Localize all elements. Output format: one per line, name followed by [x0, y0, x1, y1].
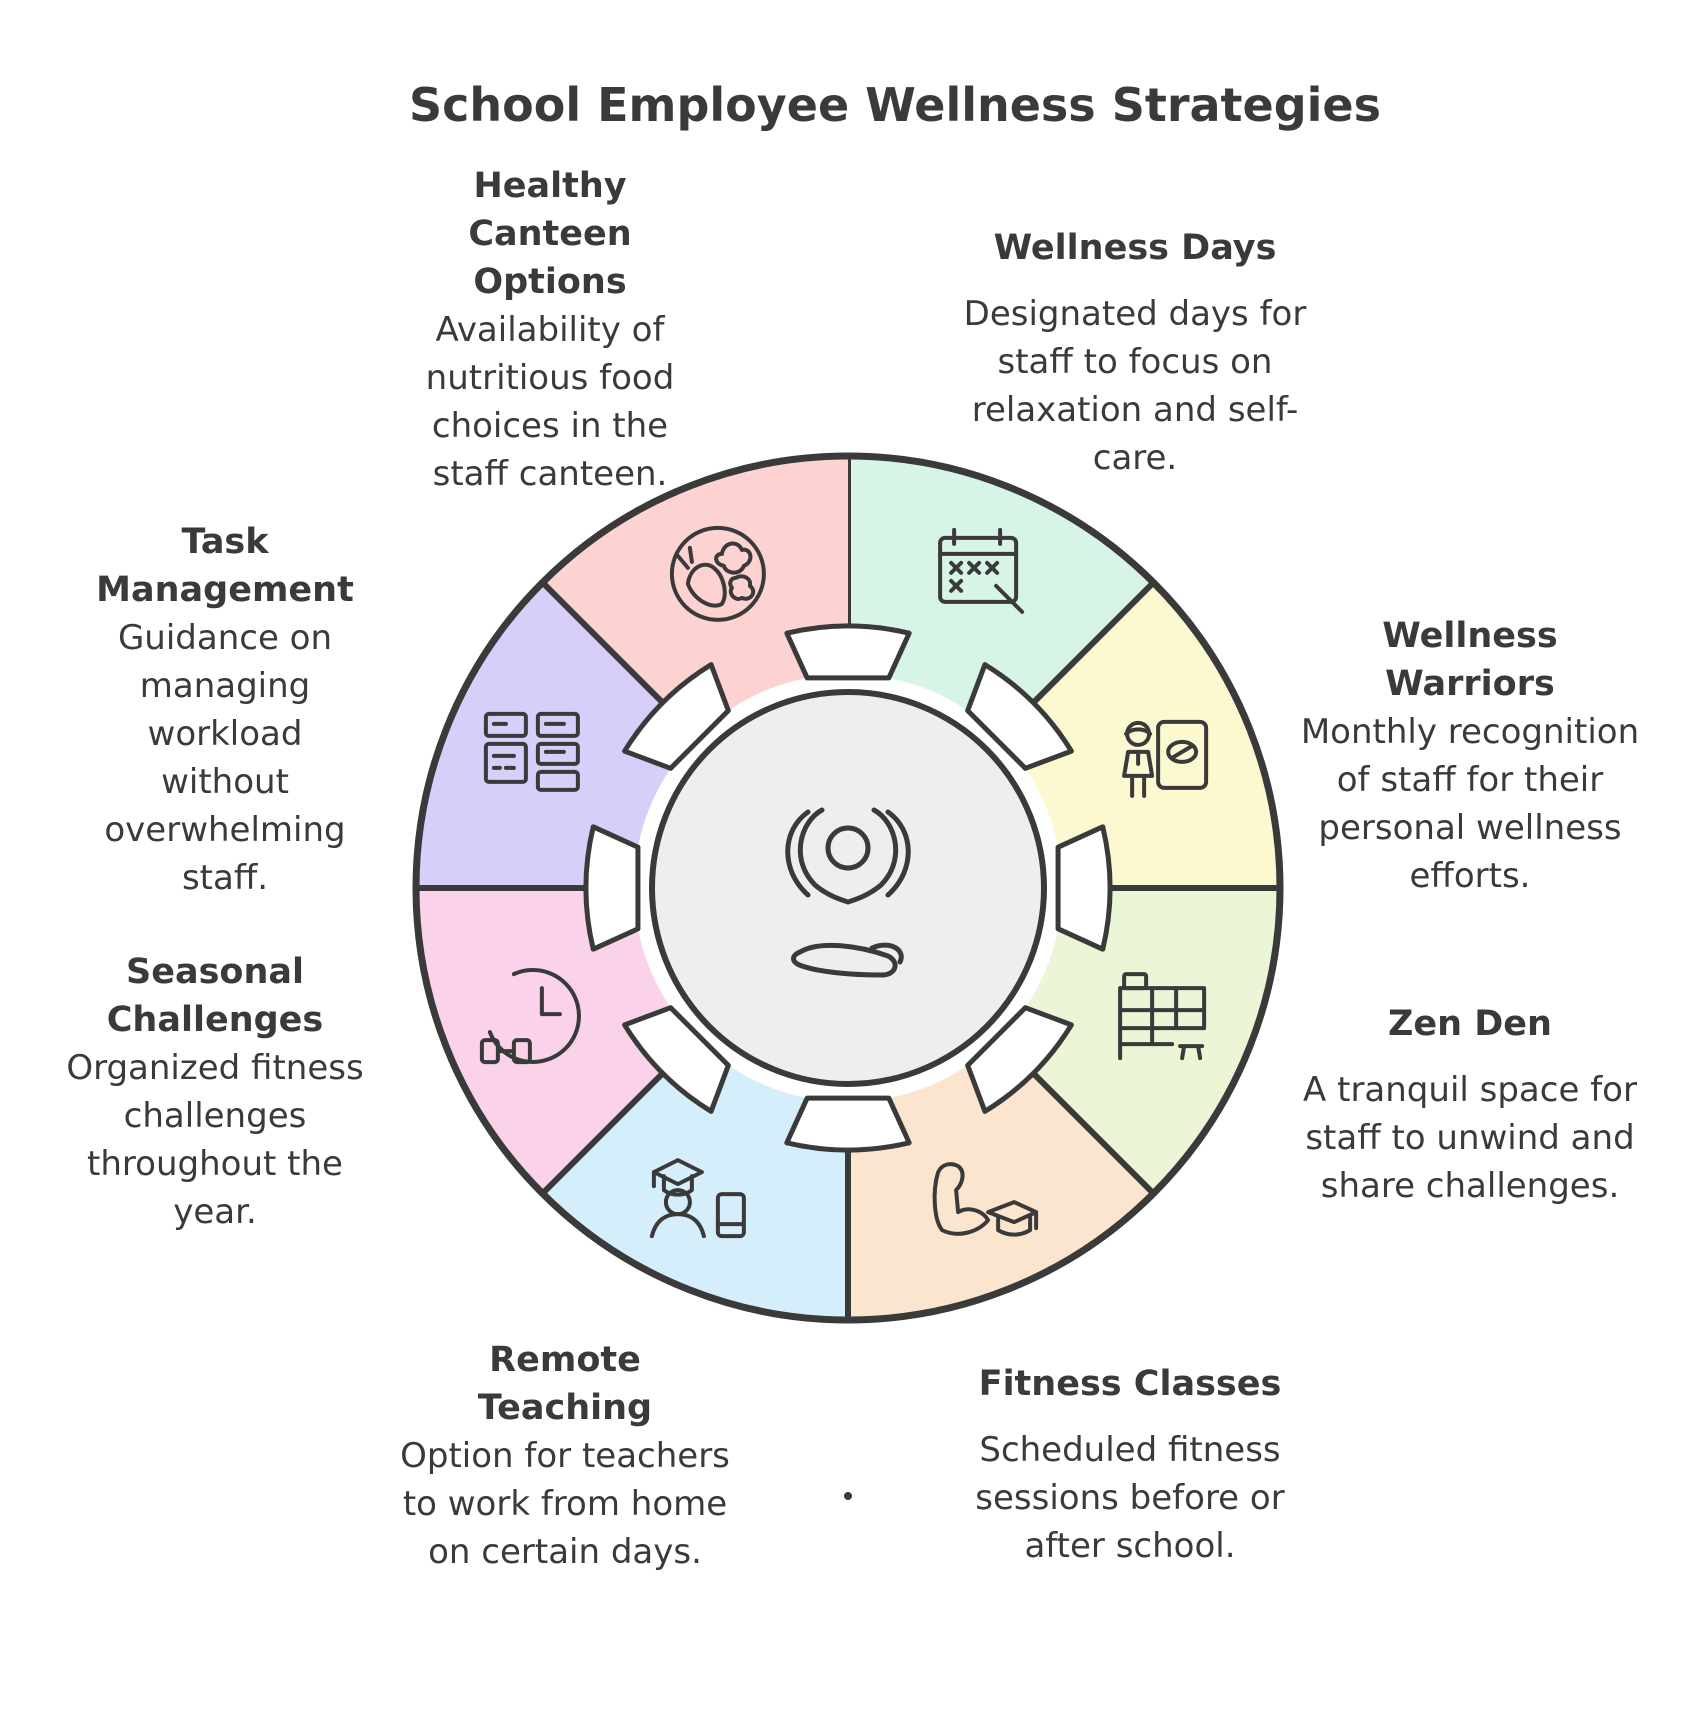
label-wellness-warriors: Wellness Warriors Monthly recognition of… — [1300, 612, 1640, 900]
segment-description: A tranquil space for staff to unwind and… — [1303, 1070, 1637, 1206]
segment-description: Guidance on managing workload without ov… — [104, 618, 346, 898]
ring-tab — [622, 662, 731, 771]
food-plate-icon — [669, 525, 766, 622]
ring-tab — [583, 824, 641, 952]
shelves-icon — [1118, 972, 1207, 1061]
label-fitness-classes: Fitness Classes Scheduled fitness sessio… — [960, 1360, 1300, 1570]
ring-tab — [965, 1005, 1074, 1114]
segment-description: Scheduled fitness sessions before or aft… — [975, 1430, 1285, 1566]
segment-title: Seasonal Challenges — [106, 952, 324, 1040]
label-zen-den: Zen Den A tranquil space for staff to un… — [1290, 1000, 1650, 1210]
outer-ring — [412, 452, 1284, 1324]
stray-dot — [844, 1492, 852, 1500]
label-remote-teaching: Remote Teaching Option for teachers to w… — [390, 1336, 740, 1576]
sector-fitness-classes — [848, 1039, 1154, 1320]
sector-wellness-warriors — [999, 582, 1280, 888]
label-task-management: Task Management Guidance on managing wor… — [70, 518, 380, 902]
label-healthy-canteen: Healthy Canteen Options Availability of … — [400, 162, 700, 498]
timer-dumbbell-icon — [479, 968, 581, 1065]
calendar-icon — [938, 527, 1025, 614]
ring-tab — [784, 1095, 912, 1153]
award-presenter-icon — [1122, 719, 1209, 798]
center-circle — [649, 689, 1047, 1087]
segment-title: Remote Teaching — [477, 1340, 653, 1428]
ring-tab — [965, 662, 1074, 771]
label-seasonal-challenges: Seasonal Challenges Organized fitness ch… — [60, 948, 370, 1236]
flexed-arm-icon — [932, 1162, 1039, 1237]
segment-title: Task Management — [96, 522, 354, 610]
ring-tab — [784, 623, 912, 681]
segment-title: Healthy Canteen Options — [468, 166, 632, 302]
segment-description: Designated days for staff to focus on re… — [963, 294, 1307, 478]
segment-description: Option for teachers to work from home on… — [400, 1436, 730, 1572]
segment-description: Availability of nutritious food choices … — [425, 310, 675, 494]
segment-title: Wellness Warriors — [1382, 616, 1558, 704]
sector-remote-teaching — [542, 1039, 848, 1320]
segment-title: Wellness Days — [993, 228, 1277, 268]
remote-teacher-icon — [649, 1158, 746, 1239]
task-board-icon — [483, 711, 580, 792]
segment-description: Organized fitness challenges throughout … — [66, 1048, 364, 1232]
meditation-icon — [785, 807, 911, 978]
sector-seasonal-challenges — [416, 888, 697, 1194]
segment-title: Zen Den — [1388, 1004, 1552, 1044]
sector-zen-den — [999, 888, 1280, 1194]
label-wellness-days: Wellness Days Designated days for staff … — [950, 224, 1320, 482]
ring-tab — [622, 1005, 731, 1114]
ring-tab — [1055, 824, 1113, 952]
segment-title: Fitness Classes — [978, 1364, 1282, 1404]
sector-wellness-days — [848, 456, 1154, 737]
page-title: School Employee Wellness Strategies — [408, 78, 1382, 132]
segment-description: Monthly recognition of staff for their p… — [1300, 712, 1640, 896]
